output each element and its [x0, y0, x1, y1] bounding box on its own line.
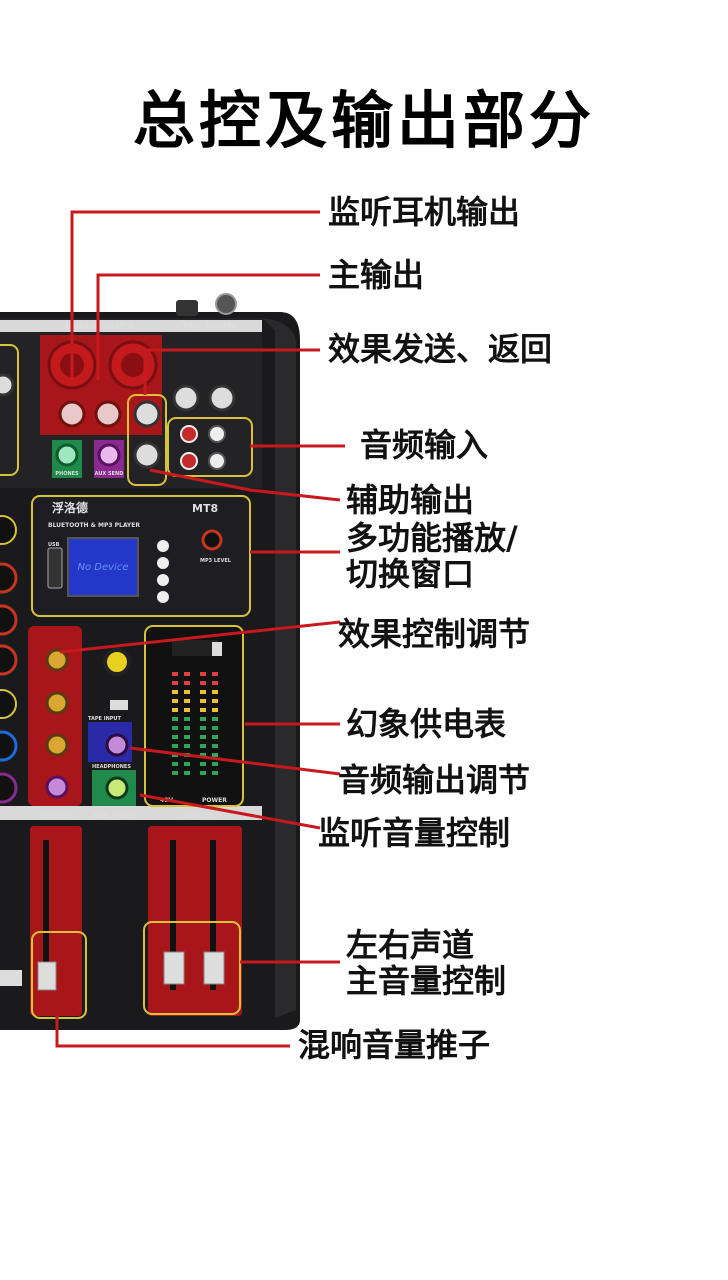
mp3-player-module: 浮洛德 MT8 BLUETOOTH & MP3 PLAYER USB No De…	[31, 495, 251, 617]
meter-led	[200, 726, 206, 730]
usb-label: USB	[48, 542, 60, 548]
meter-led	[184, 699, 190, 703]
meter-led	[172, 744, 178, 748]
meter-led	[212, 726, 218, 730]
phantom-meter: 48V POWER	[144, 625, 244, 807]
callout-fx-fader: 混响音量推子	[298, 1026, 491, 1064]
meter-led	[184, 735, 190, 739]
meter-led	[200, 735, 206, 739]
fx-send-return-jacks	[127, 394, 167, 486]
meter-led	[212, 717, 218, 721]
meter-led	[200, 762, 206, 766]
rear-jacks	[176, 293, 237, 316]
meter-led	[200, 681, 206, 685]
meter-led	[212, 708, 218, 712]
meter-led	[212, 672, 218, 676]
ctrl-room-section: CTRL ROOM	[167, 322, 253, 477]
meter-led	[184, 672, 190, 676]
meter-led	[200, 672, 206, 676]
aux-send-label: AUX SEND	[95, 471, 124, 477]
main-label: L MAIN R	[177, 812, 213, 820]
meter-led	[212, 771, 218, 775]
meter-led	[212, 744, 218, 748]
callout-fx-control: 效果控制调节	[338, 615, 531, 653]
callout-player-line2: 切换窗口	[346, 555, 475, 593]
meter-led	[172, 690, 178, 694]
callout-phantom-meter: 幻象供电表	[346, 705, 507, 743]
meter-led	[212, 699, 218, 703]
player-brand: 浮洛德	[52, 500, 88, 515]
meter-led	[212, 762, 218, 766]
meter-led	[212, 753, 218, 757]
meter-led	[200, 708, 206, 712]
power-label: POWER	[202, 797, 227, 804]
lcd-display: No Device	[78, 562, 129, 573]
callout-audio-out-adjust: 音频输出调节	[338, 761, 531, 799]
mp3-level-label: MP3 LEVEL	[200, 558, 232, 564]
left-knob-column	[0, 515, 18, 804]
callout-main-out: 主输出	[328, 256, 425, 294]
effects-column	[28, 626, 82, 806]
phones-label: PHONES	[55, 471, 79, 477]
meter-led	[184, 762, 190, 766]
page-title: 总控及输出部分	[132, 84, 595, 157]
callout-main-lr-volume-line2: 主音量控制	[346, 962, 507, 1000]
pointer-lines	[55, 210, 345, 1048]
meter-led	[184, 717, 190, 721]
tape-input-label: TAPE INPUT	[88, 716, 121, 722]
headphones-label: HEADPHONES	[92, 764, 131, 770]
callout-fx-send-return: 效果发送、返回	[328, 330, 553, 368]
meter-led	[200, 717, 206, 721]
meter-led	[200, 744, 206, 748]
meter-led	[200, 753, 206, 757]
player-subtitle: BLUETOOTH & MP3 PLAYER	[48, 522, 140, 529]
ctrl-room-label: CTRL ROOM	[176, 322, 236, 332]
callout-aux-out: 辅助输出	[346, 481, 475, 519]
meter-led	[172, 735, 178, 739]
meter-led	[184, 726, 190, 730]
meter-led	[212, 735, 218, 739]
fader-sections	[0, 826, 242, 1019]
meter-led	[200, 771, 206, 775]
meter-led	[200, 690, 206, 694]
callout-main-lr-volume: 左右声道	[346, 926, 475, 964]
center-controls: TAPE INPUT HEADPHONES	[88, 648, 136, 806]
meter-led	[184, 681, 190, 685]
meter-led	[172, 726, 178, 730]
meter-led	[212, 690, 218, 694]
meter-led	[184, 771, 190, 775]
meter-led	[200, 699, 206, 703]
callout-headphone-out: 监听耳机输出	[328, 193, 521, 231]
meter-led	[184, 690, 190, 694]
meter-led	[172, 708, 178, 712]
callout-player: 多功能播放/	[346, 519, 518, 557]
player-model: MT8	[192, 502, 218, 515]
meter-led	[172, 717, 178, 721]
meter-led	[172, 699, 178, 703]
meter-led	[184, 708, 190, 712]
effects-label: EFFECTS	[40, 812, 74, 820]
callout-audio-in: 音频输入	[360, 426, 489, 464]
meter-led	[212, 681, 218, 685]
meter-led	[172, 672, 178, 676]
meter-led	[172, 771, 178, 775]
meter-led	[172, 681, 178, 685]
main-out-label: L MAIN OUT R	[65, 322, 135, 332]
callout-monitor-volume: 监听音量控制	[318, 814, 511, 852]
meter-led	[172, 762, 178, 766]
aux-tape-label: AUX / TAPE	[92, 812, 135, 820]
meter-led	[184, 744, 190, 748]
